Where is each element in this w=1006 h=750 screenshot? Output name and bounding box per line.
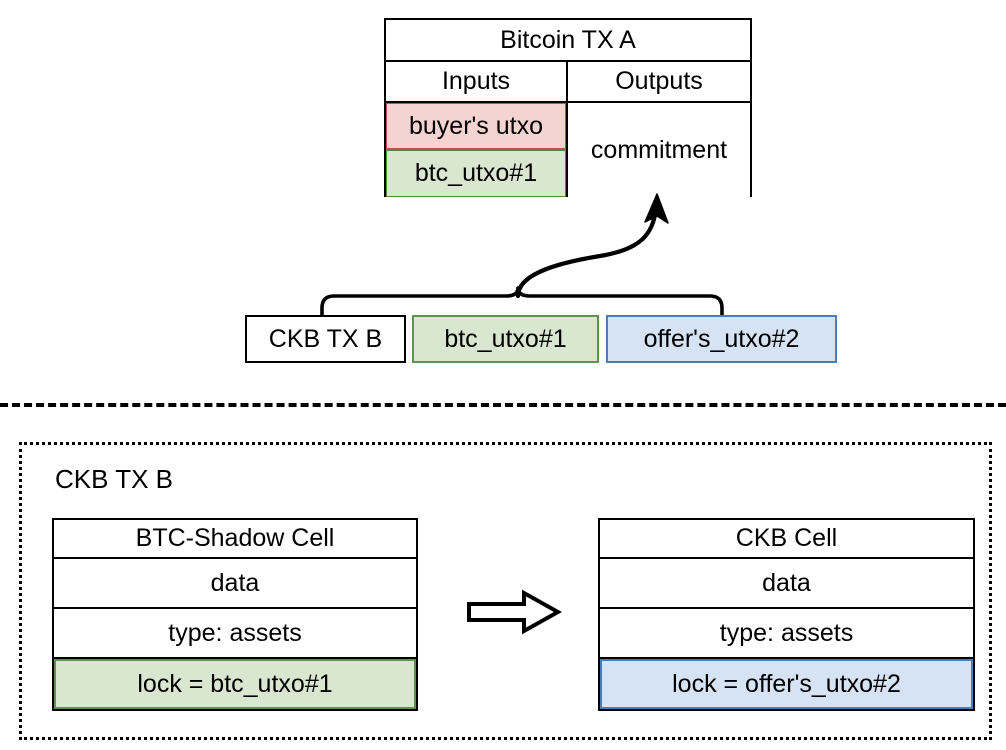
ckb-cell-table: CKB Cell data type: assets lock = offer'…	[598, 518, 975, 711]
bitcoin-tx-a-title-row: Bitcoin TX A	[386, 20, 750, 62]
bitcoin-tx-a-table: Bitcoin TX A Inputs buyer's utxo btc_utx…	[384, 18, 752, 197]
ckb-cell-row-type: type: assets	[600, 609, 973, 659]
input-cell-buyers-utxo: buyer's utxo	[386, 103, 566, 150]
transform-right-arrow-icon	[467, 589, 562, 635]
commitment-binding-connector	[320, 193, 724, 318]
btc-shadow-cell-row-data: data	[54, 559, 416, 609]
bitcoin-tx-a-body: Inputs buyer's utxo btc_utxo#1 Outputs c…	[386, 62, 750, 197]
btc-shadow-cell-title: BTC-Shadow Cell	[54, 520, 416, 559]
outputs-header: Outputs	[568, 62, 750, 103]
btc-shadow-cell-row-type: type: assets	[54, 609, 416, 659]
bitcoin-tx-a-title: Bitcoin TX A	[386, 20, 750, 60]
strip-item-ckb-tx-b: CKB TX B	[245, 315, 406, 363]
output-cell-commitment: commitment	[568, 103, 750, 197]
ckb-cell-row-lock: lock = offer's_utxo#2	[600, 659, 973, 709]
right-arrow-shape	[467, 589, 562, 635]
inputs-header: Inputs	[386, 62, 566, 103]
bitcoin-tx-a-inputs-column: Inputs buyer's utxo btc_utxo#1	[386, 62, 568, 197]
btc-shadow-cell-table: BTC-Shadow Cell data type: assets lock =…	[52, 518, 418, 711]
ckb-cell-title: CKB Cell	[600, 520, 973, 559]
ckb-tx-b-panel-label: CKB TX B	[55, 464, 174, 494]
bracket-path	[320, 286, 724, 318]
ckb-cell-row-data: data	[600, 559, 973, 609]
btc-shadow-cell-row-lock: lock = btc_utxo#1	[54, 659, 416, 709]
strip-item-offers-utxo-2: offer's_utxo#2	[606, 315, 837, 363]
arrow-head	[644, 193, 669, 224]
section-divider	[0, 403, 1006, 407]
input-cell-btc-utxo-1: btc_utxo#1	[386, 150, 566, 197]
bitcoin-tx-a-outputs-column: Outputs commitment	[568, 62, 750, 197]
arrow-curve	[515, 207, 659, 299]
strip-item-btc-utxo-1: btc_utxo#1	[412, 315, 599, 363]
